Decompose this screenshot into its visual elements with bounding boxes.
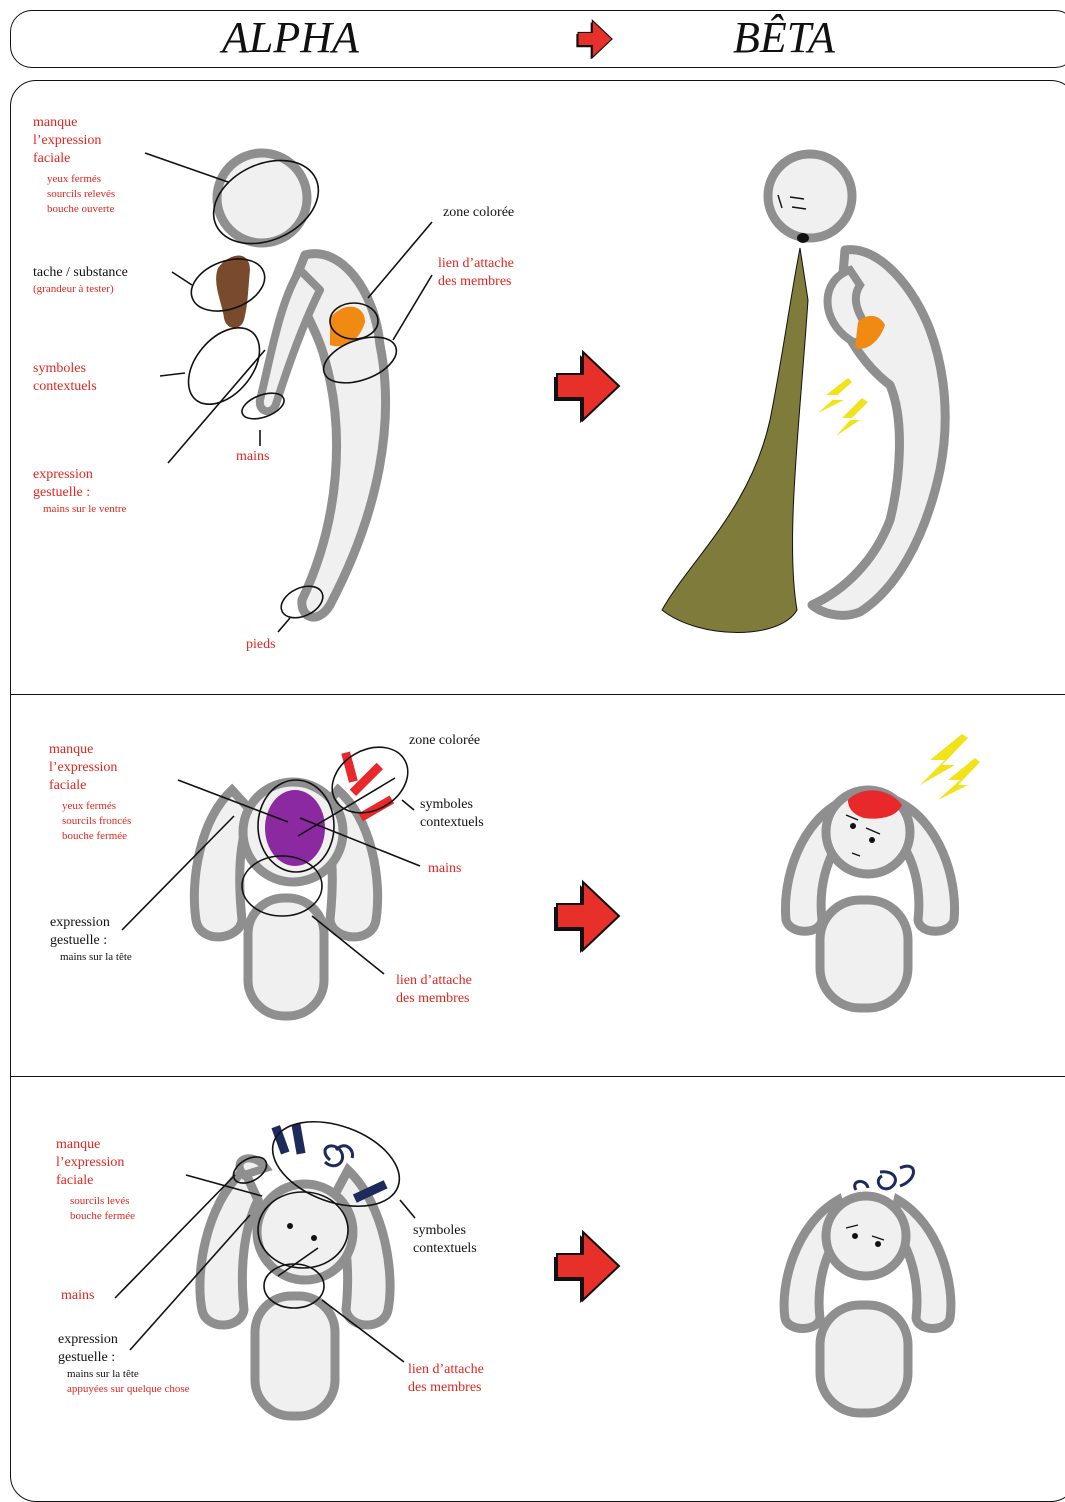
- label-manque: manque l’expression faciale: [49, 741, 117, 795]
- label-expression: expression gestuelle :: [33, 466, 93, 502]
- label-zone: zone colorée: [443, 204, 514, 222]
- label-manque-details: yeux fermés sourcils froncés bouche ferm…: [62, 799, 131, 844]
- label-manque: manque l’expression faciale: [56, 1136, 124, 1190]
- label-expression-details: mains sur la tête: [60, 950, 132, 965]
- beta-figure-dizziness: [784, 1166, 951, 1413]
- alpha-figure-dizziness: [115, 1106, 415, 1416]
- beta-figure-vomiting: [662, 154, 945, 633]
- label-zone: zone colorée: [409, 732, 480, 750]
- beta-figure-headache: [785, 734, 980, 1008]
- label-mains: mains: [236, 448, 269, 466]
- label-lien: lien d’attache des membres: [396, 972, 472, 1008]
- label-symboles: symboles contextuels: [420, 796, 484, 832]
- transition-arrow-icon: [554, 352, 619, 423]
- label-expression: expression gestuelle :: [50, 914, 110, 950]
- label-manque-details: yeux fermés sourcils relevés bouche ouve…: [47, 172, 115, 217]
- label-expression-details: mains sur le ventre: [43, 502, 126, 517]
- label-lien: lien d’attache des membres: [408, 1361, 484, 1397]
- label-mains: mains: [61, 1287, 94, 1305]
- label-manque: manque l’expression faciale: [33, 114, 101, 168]
- label-pieds: pieds: [246, 636, 276, 654]
- label-expression-details-extra: appuyées sur quelque chose: [67, 1382, 190, 1397]
- label-expression: expression gestuelle :: [58, 1331, 118, 1367]
- label-tache-details: (grandeur à tester): [33, 282, 114, 297]
- label-lien: lien d’attache des membres: [438, 255, 514, 291]
- label-expression-details: mains sur la tête: [67, 1367, 139, 1382]
- label-mains: mains: [428, 860, 461, 878]
- header-arrow-icon: [576, 20, 612, 59]
- label-symboles: symboles contextuels: [413, 1222, 477, 1258]
- label-manque-details: sourcils levés bouche fermée: [70, 1194, 135, 1224]
- transition-arrow-icon: [554, 1232, 619, 1303]
- label-symboles: symboles contextuels: [33, 360, 97, 396]
- transition-arrow-icon: [554, 882, 619, 953]
- label-tache: tache / substance: [33, 264, 128, 282]
- alpha-figure-stomach: [145, 144, 432, 632]
- alpha-figure-headache: [122, 734, 420, 1016]
